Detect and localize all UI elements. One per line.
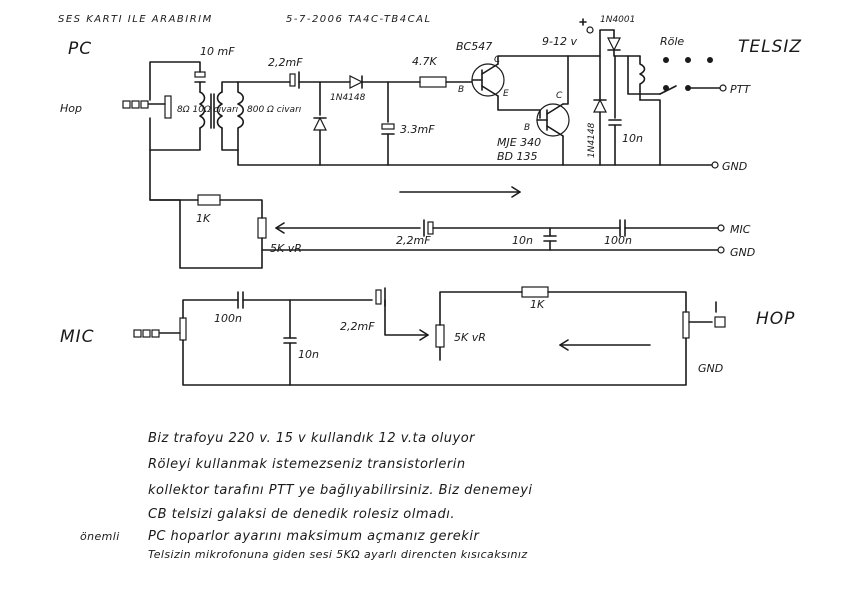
resistor-4-7k <box>419 76 447 88</box>
note-line-6: Telsizin mikrofonuna giden sesi 5KΩ ayar… <box>148 548 528 561</box>
relay-label: Röle <box>660 35 684 48</box>
diode-1n4148-shunt <box>313 116 327 131</box>
res-1k-top-label: 1K <box>196 212 211 225</box>
note-line-4: CB telsizi galaksi de denedik rolesiz ol… <box>148 507 455 522</box>
ptt-terminal <box>719 84 727 92</box>
resistor-1k-top <box>197 194 221 206</box>
mje340-pin-c: C <box>556 91 563 101</box>
transistor-bc547 <box>471 63 505 97</box>
diode-1n4148-vert-label: 1N4148 <box>587 122 597 158</box>
cap-2-2mf-low-label: 2,2mF <box>340 320 375 333</box>
cap-3-3mf-label: 3.3mF <box>400 123 435 136</box>
cap-2-2mf-low <box>375 287 386 307</box>
mje340-label: MJE 340 <box>497 136 541 149</box>
terminal-gnd-top-label: GND <box>722 160 747 173</box>
terminal-hop-left-label: Hop <box>60 102 82 115</box>
cap-100n-mid-label: 100n <box>604 234 632 247</box>
bc547-label: BC547 <box>456 40 492 53</box>
cap-2-2mf-mid-label: 2,2mF <box>396 234 431 247</box>
pc-label: PC <box>68 39 92 59</box>
note-important-prefix: önemli <box>80 530 120 543</box>
hop-right-jack <box>682 301 726 339</box>
coil-800-ohm <box>237 81 245 151</box>
speaker-jack <box>122 95 172 119</box>
gnd-top-terminal <box>711 161 719 169</box>
diode-1n4148-label: 1N4148 <box>330 93 366 103</box>
coil-800-label: 800 Ω civarı <box>247 105 302 115</box>
diode-1n4148-relay <box>593 98 607 113</box>
terminal-mic-right-label: MIC <box>730 223 751 236</box>
diode-1n4001 <box>607 37 621 52</box>
header-date-callsign: 5-7-2006 TA4C-TB4CAL <box>286 14 432 25</box>
terminal-hop-right-label: HOP <box>756 309 795 329</box>
cap-10mf <box>194 71 206 83</box>
terminal-mic-left-label: MIC <box>60 327 95 347</box>
bc547-pin-e: E <box>503 89 509 99</box>
cap-3-3mf <box>381 123 395 135</box>
mje340-pin-b: B <box>524 123 530 133</box>
bd135-label: BD 135 <box>497 150 538 163</box>
supply-terminal <box>586 26 594 34</box>
pot-5k-low-label: 5K vR <box>454 331 486 344</box>
pot-5k-low-wiper <box>419 329 429 341</box>
supply-plus <box>579 18 587 26</box>
resistor-1k-low <box>521 286 549 298</box>
gnd-mid-terminal <box>717 246 725 254</box>
pot-5k-top-label: 5K vR <box>270 242 302 255</box>
terminal-gnd-bottom-label: GND <box>698 362 723 375</box>
mic-right-terminal <box>717 224 725 232</box>
supply-label: 9-12 v <box>542 35 577 48</box>
cap-2-2mf-top-label: 2,2mF <box>268 56 303 69</box>
gnd-rail-bottom <box>182 337 687 386</box>
transistor-mje340 <box>536 103 570 137</box>
pot-5k-top <box>257 217 267 239</box>
pot-5k-top-wiper <box>275 222 285 234</box>
cap-2-2mf-top <box>289 71 300 89</box>
cap-10n-mid-label: 10n <box>512 234 533 247</box>
note-line-3: kollektor tarafını PTT ye bağlıyabilirsi… <box>148 483 533 498</box>
pot-5k-low <box>435 324 445 348</box>
note-line-5: PC hoparlor ayarını maksimum açmanız ger… <box>148 529 480 544</box>
relay-coil <box>639 55 646 101</box>
gnd-rail-top <box>237 149 713 166</box>
res-1k-low-label: 1K <box>530 298 545 311</box>
cap-10mf-label: 10 mF <box>200 45 235 58</box>
note-line-2: Röleyi kullanmak istemezseniz transistor… <box>148 457 466 472</box>
note-line-1: Biz trafoyu 220 v. 15 v kullandık 12 v.t… <box>148 431 476 446</box>
speaker-transformer <box>199 91 223 129</box>
cap-10n-relay-label: 10n <box>622 132 643 145</box>
header-title: SES KARTI ILE ARABIRIM <box>58 14 213 25</box>
cap-10n-low-label: 10n <box>298 348 319 361</box>
mic-jack <box>133 317 187 341</box>
diode-1n4001-label: 1N4001 <box>600 15 635 25</box>
relay-contacts <box>663 57 713 91</box>
speaker-label: 8Ω 10Ω civarı <box>177 105 239 115</box>
wire-top-left <box>149 61 201 101</box>
terminal-ptt-label: PTT <box>730 83 751 96</box>
cap-100n-low-label: 100n <box>214 312 242 325</box>
res-4-7k-label: 4.7K <box>412 55 437 68</box>
telsiz-label: TELSIZ <box>738 37 802 57</box>
diode-series <box>349 75 364 89</box>
terminal-gnd-mid-label: GND <box>730 246 755 259</box>
bc547-pin-b: B <box>458 85 464 95</box>
